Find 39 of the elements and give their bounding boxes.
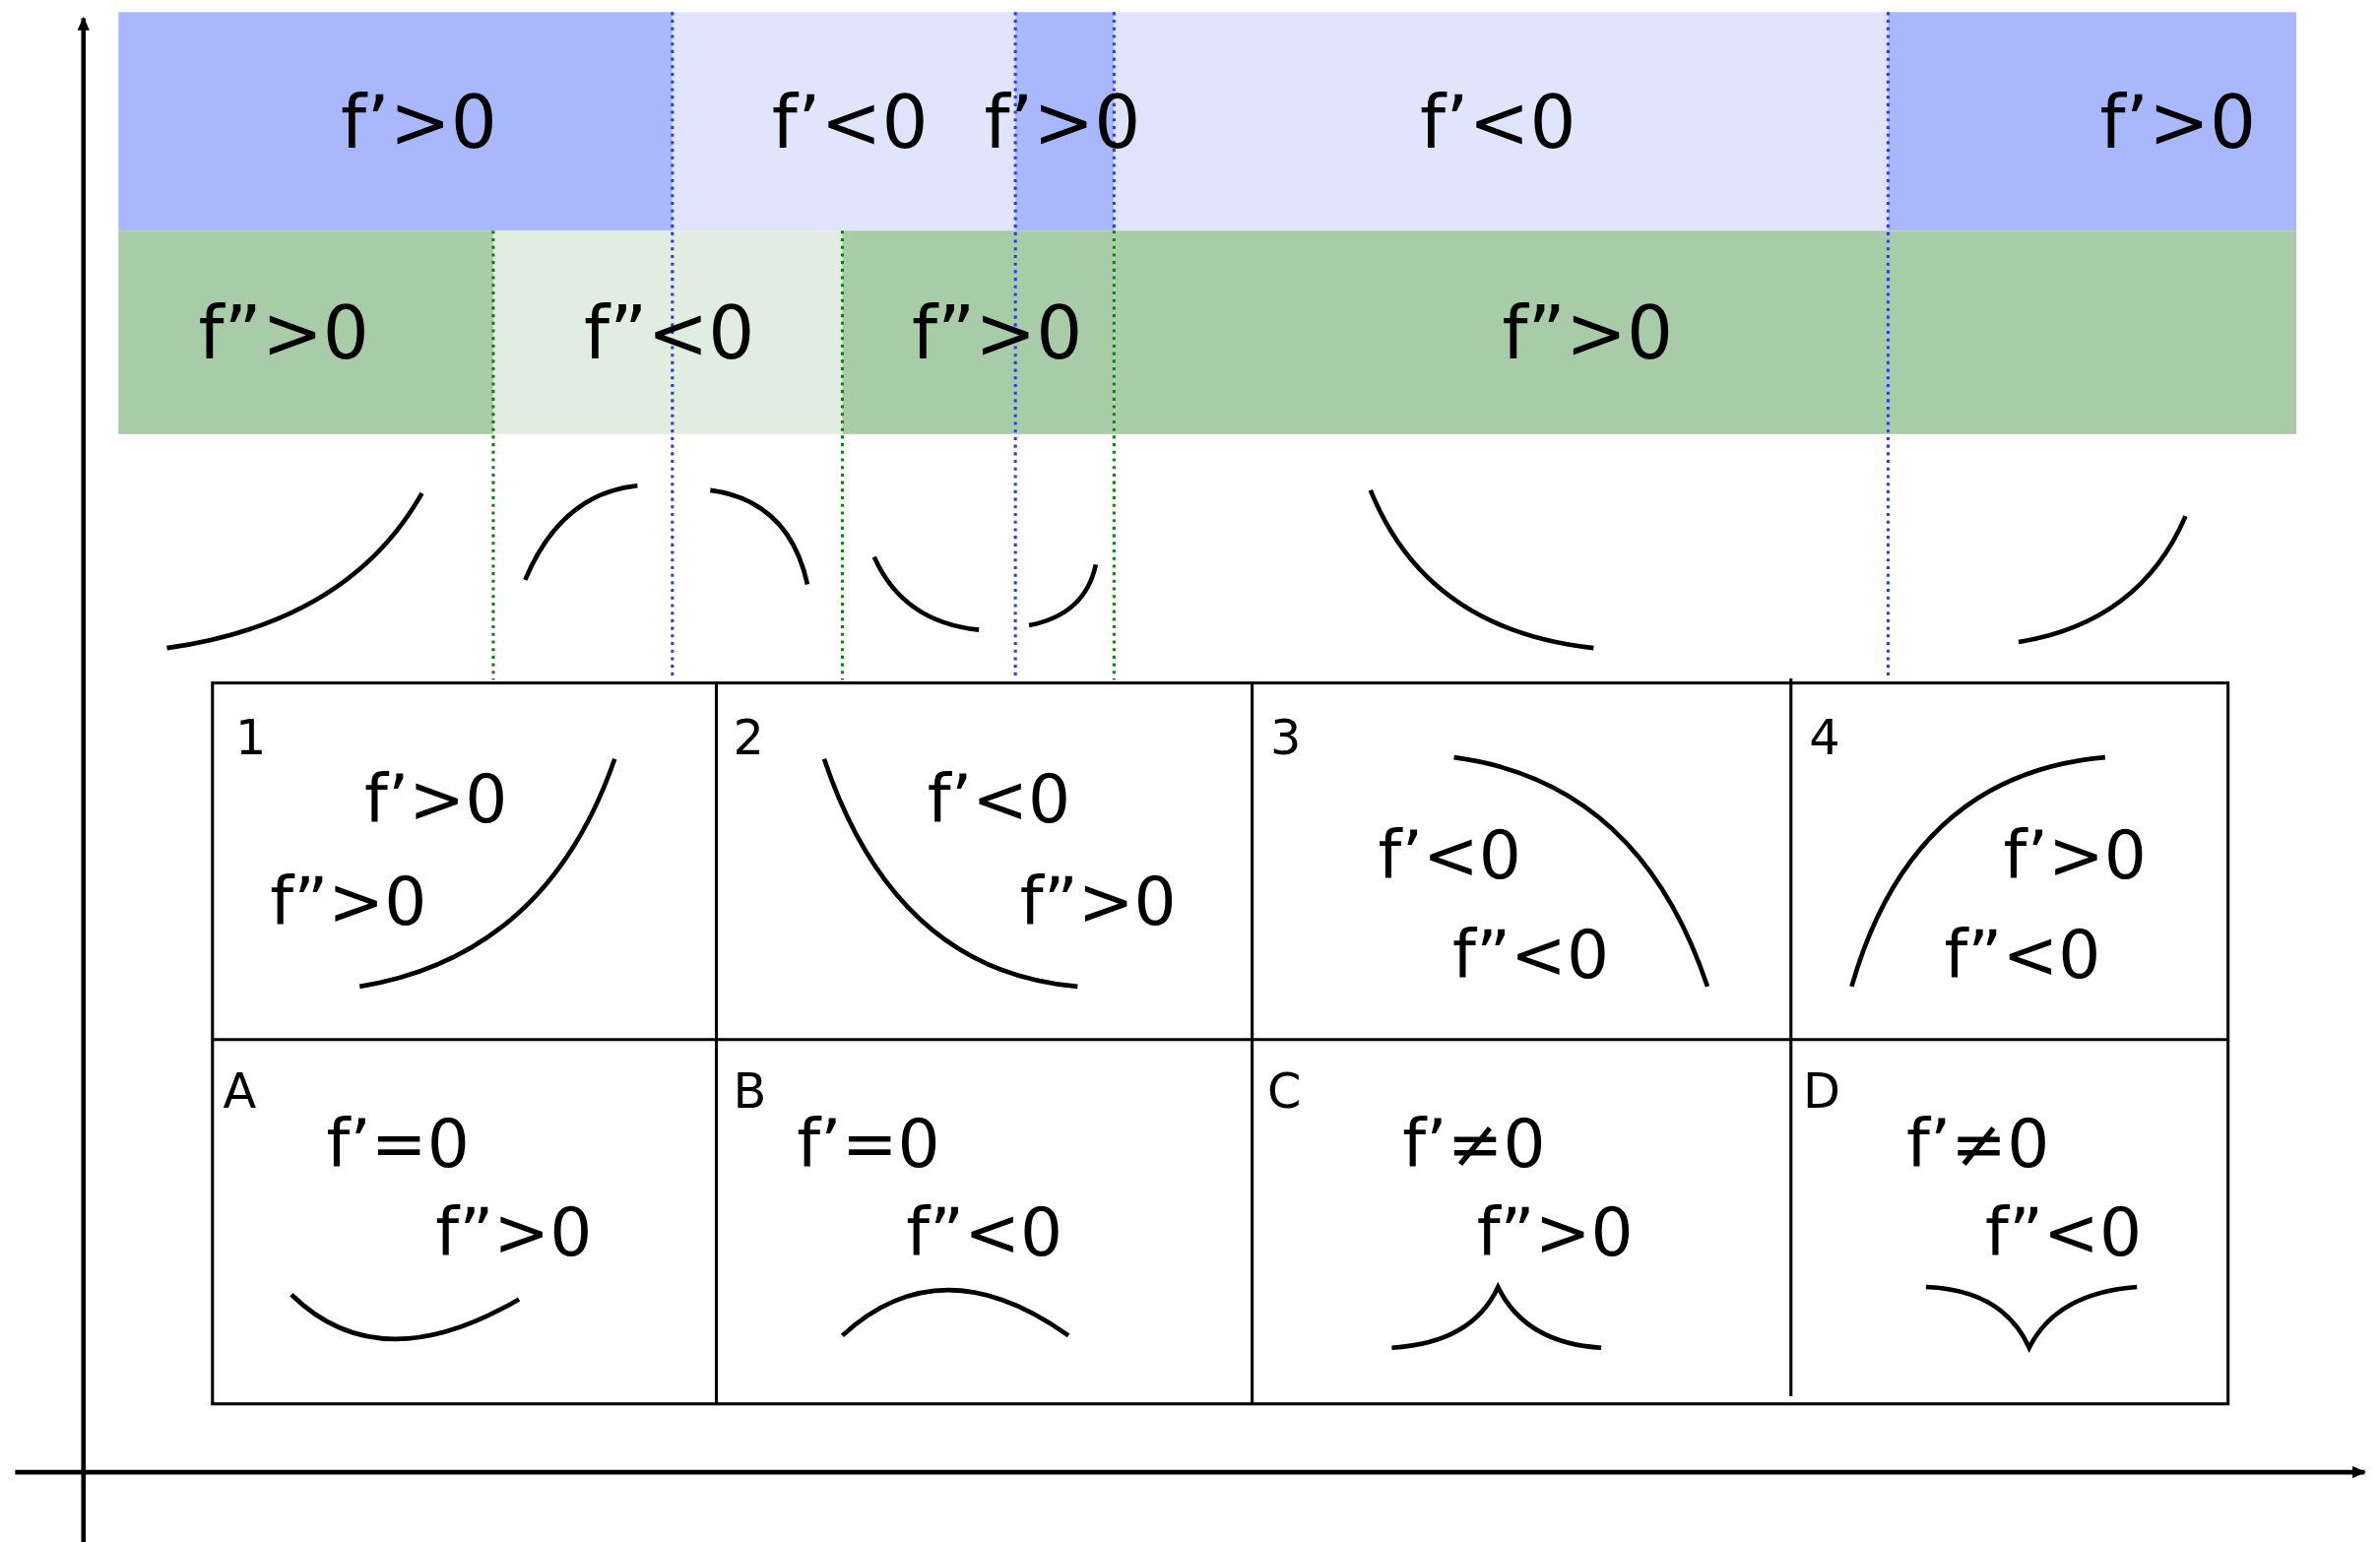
condition-label: f”>0: [270, 867, 427, 935]
condition-label: f”>0: [1019, 867, 1177, 935]
condition-label: f”<0: [906, 1198, 1063, 1266]
cell-number: C: [1267, 1066, 1302, 1116]
sign-band: [1888, 12, 2297, 231]
condition-label: f’=0: [326, 1111, 470, 1179]
cell-number: B: [733, 1066, 767, 1116]
condition-label: f”<0: [1944, 921, 2101, 989]
sign-label: f”>0: [1502, 289, 1673, 375]
cell-number: 2: [733, 713, 764, 762]
sign-band: [118, 230, 493, 434]
condition-label: f”>0: [1476, 1198, 1634, 1266]
condition-label: f’≠0: [1905, 1111, 2050, 1179]
sign-label: f”>0: [198, 289, 369, 375]
cell-number: 4: [1809, 713, 1840, 762]
condition-label: f’<0: [1378, 822, 1521, 890]
condition-label: f’≠0: [1402, 1111, 1546, 1179]
sign-label: f”<0: [584, 289, 755, 375]
sign-label: f’>0: [2099, 79, 2257, 164]
condition-label: f”<0: [1452, 921, 1610, 989]
sign-band: [118, 12, 673, 231]
condition-label: f’<0: [927, 766, 1071, 834]
sign-label: f’<0: [771, 79, 929, 164]
cell-number: 1: [234, 713, 267, 762]
condition-label: f’>0: [2003, 822, 2147, 890]
condition-label: f”<0: [1985, 1198, 2143, 1266]
cell-number: 3: [1270, 713, 1302, 762]
cell-number: A: [223, 1066, 257, 1116]
sign-label: f”>0: [911, 289, 1083, 375]
condition-label: f’>0: [363, 766, 508, 834]
sign-label: f’>0: [341, 79, 497, 164]
sign-band: [1114, 230, 2297, 434]
condition-label: f’=0: [797, 1111, 940, 1179]
sign-label: f’>0: [984, 79, 1141, 164]
sign-band: [842, 230, 1115, 434]
cell-number: D: [1803, 1066, 1841, 1116]
condition-label: f”>0: [435, 1198, 593, 1266]
sign-label: f’<0: [1420, 79, 1576, 164]
sign-band: [492, 230, 843, 434]
